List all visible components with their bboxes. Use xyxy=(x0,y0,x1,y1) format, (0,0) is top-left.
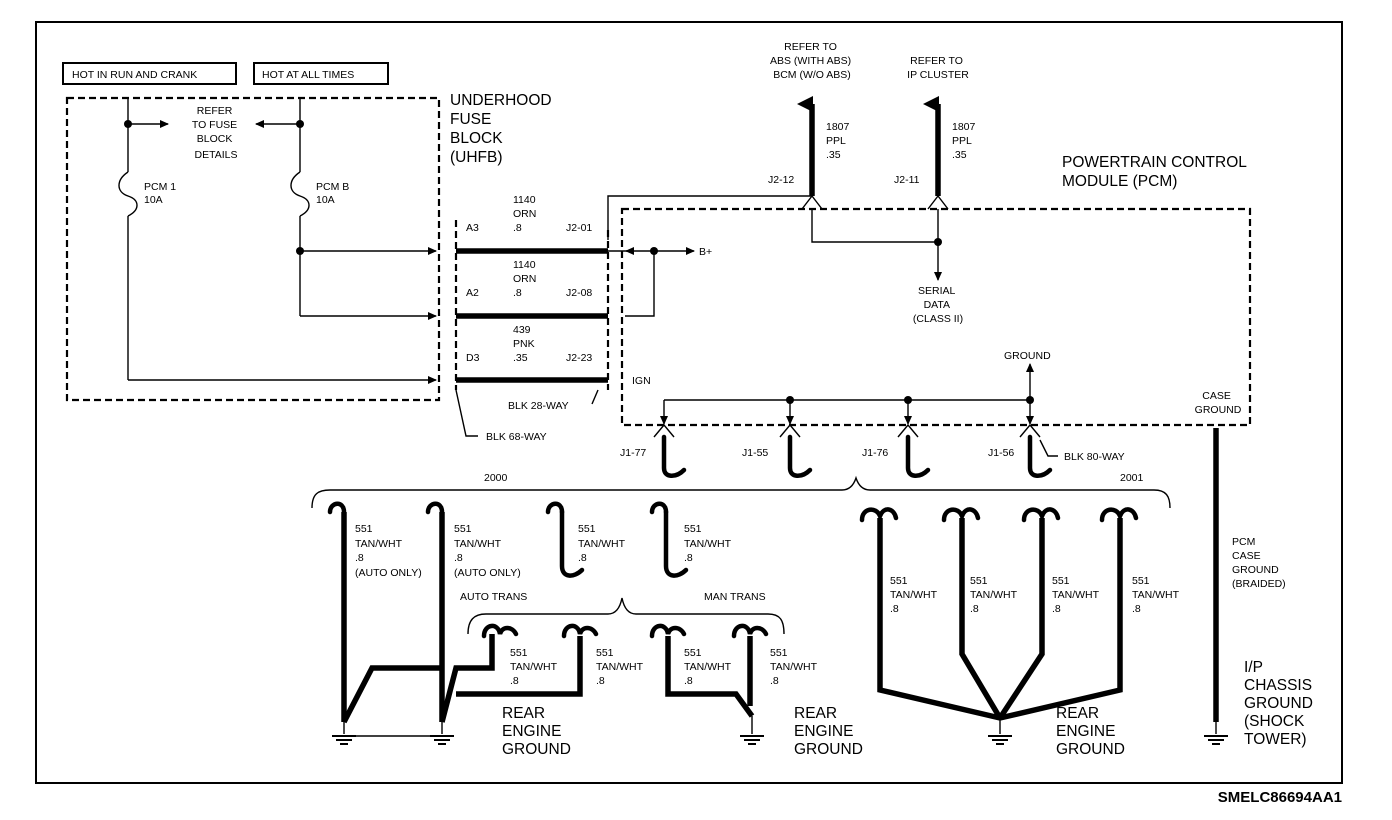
fuse-pcm1-icon xyxy=(118,171,138,217)
ip-chassis-ground-label: I/P CHASSIS GROUND (SHOCK TOWER) xyxy=(1244,659,1317,748)
hot-run-crank-box xyxy=(62,62,237,85)
refer-ip-label: REFER TO IP CLUSTER xyxy=(907,55,969,81)
pcm-outline xyxy=(620,207,1252,427)
year-2000-label: 2000 xyxy=(484,472,508,484)
wire-d3-label: 439 PNK .35 xyxy=(513,324,538,364)
pin-j2-12: J2-12 xyxy=(768,174,794,186)
wire-551-r1-label: 551 TAN/WHT .8 xyxy=(890,575,940,615)
pcm-title: POWERTRAIN CONTROL MODULE (PCM) xyxy=(1062,154,1251,190)
pin-d3: D3 xyxy=(466,352,480,364)
ign-label: IGN xyxy=(632,375,651,387)
wire-ppl2-label: 1807 PPL .35 xyxy=(952,121,978,161)
pin-j1-56: J1-56 xyxy=(988,447,1014,459)
pin-j2-11: J2-11 xyxy=(894,174,920,186)
serial-data-label: SERIAL DATA (CLASS II) xyxy=(913,285,963,325)
year-2001-label: 2001 xyxy=(1120,472,1144,484)
pin-j2-01: J2-01 xyxy=(566,222,592,234)
ground-symbol-4-icon xyxy=(988,735,1012,745)
wire-551-r2-label: 551 TAN/WHT .8 xyxy=(970,575,1020,615)
ground-symbol-3-icon xyxy=(740,735,764,745)
trans-brace xyxy=(467,597,785,635)
underhood-fuse-block-outline xyxy=(65,96,441,402)
hot-all-times-label: HOT AT ALL TIMES xyxy=(262,69,354,81)
wire-551-h-label: 551 TAN/WHT .8 xyxy=(770,647,820,687)
wire-a3-label: 1140 ORN .8 xyxy=(513,194,539,234)
pin-j1-76: J1-76 xyxy=(862,447,888,459)
ground-label: GROUND xyxy=(1004,350,1051,362)
auto-trans-label: AUTO TRANS xyxy=(460,591,527,603)
pin-j1-77: J1-77 xyxy=(620,447,646,459)
blk-28-way-label: BLK 28-WAY xyxy=(508,400,569,412)
pin-a2: A2 xyxy=(466,287,479,299)
wire-551-g-label: 551 TAN/WHT .8 xyxy=(684,647,734,687)
pin-j2-23: J2-23 xyxy=(566,352,592,364)
wire-551-f-label: 551 TAN/WHT .8 xyxy=(596,647,646,687)
pin-j2-08: J2-08 xyxy=(566,287,592,299)
wire-551-c-label: 551 TAN/WHT .8 xyxy=(578,523,628,564)
wire-551-r4-label: 551 TAN/WHT .8 xyxy=(1132,575,1182,615)
fuse-pcmb-icon xyxy=(290,171,310,217)
pin-j1-55: J1-55 xyxy=(742,447,768,459)
fuse-pcmb-label: PCM B 10A xyxy=(316,181,352,206)
rear-engine-ground-3-label: REAR ENGINE GROUND xyxy=(1056,705,1125,758)
ground-symbol-2-icon xyxy=(430,735,454,745)
refer-abs-label: REFER TO ABS (WITH ABS) BCM (W/O ABS) xyxy=(770,41,854,81)
wire-551-d-label: 551 TAN/WHT .8 xyxy=(684,523,734,564)
man-trans-label: MAN TRANS xyxy=(704,591,766,603)
pin-a3: A3 xyxy=(466,222,479,234)
rear-engine-ground-1-label: REAR ENGINE GROUND xyxy=(502,705,571,758)
wire-551-e-label: 551 TAN/WHT .8 xyxy=(510,647,560,687)
diagram-border xyxy=(35,21,1343,784)
pcm-case-ground-label: PCM CASE GROUND (BRAIDED) xyxy=(1232,536,1286,590)
ground-symbol-1-icon xyxy=(332,735,356,745)
uhfb-title: UNDERHOOD FUSE BLOCK (UHFB) xyxy=(450,92,556,166)
b-plus-label: B+ xyxy=(699,246,712,258)
fuse-pcm1-label: PCM 1 10A xyxy=(144,181,179,206)
wire-a2-label: 1140 ORN .8 xyxy=(513,259,539,299)
refer-fuse-block-label: REFER TO FUSE BLOCK DETAILS xyxy=(192,105,240,161)
hot-all-times-box xyxy=(253,62,389,85)
figure-code: SMELC86694AA1 xyxy=(1218,789,1342,806)
wire-551-r3-label: 551 TAN/WHT .8 xyxy=(1052,575,1102,615)
ground-symbol-5-icon xyxy=(1204,735,1228,745)
year-brace xyxy=(311,475,1171,509)
wire-551-auto1-label: 551 TAN/WHT .8 (AUTO ONLY) xyxy=(355,523,422,579)
wire-551-auto2-label: 551 TAN/WHT .8 (AUTO ONLY) xyxy=(454,523,521,579)
wire-ppl1-label: 1807 PPL .35 xyxy=(826,121,852,161)
case-ground-label: CASE GROUND xyxy=(1195,390,1242,416)
rear-engine-ground-2-label: REAR ENGINE GROUND xyxy=(794,705,863,758)
blk-80-way-label: BLK 80-WAY xyxy=(1064,451,1125,463)
hot-run-crank-label: HOT IN RUN AND CRANK xyxy=(72,69,197,81)
blk-68-way-label: BLK 68-WAY xyxy=(486,431,547,443)
